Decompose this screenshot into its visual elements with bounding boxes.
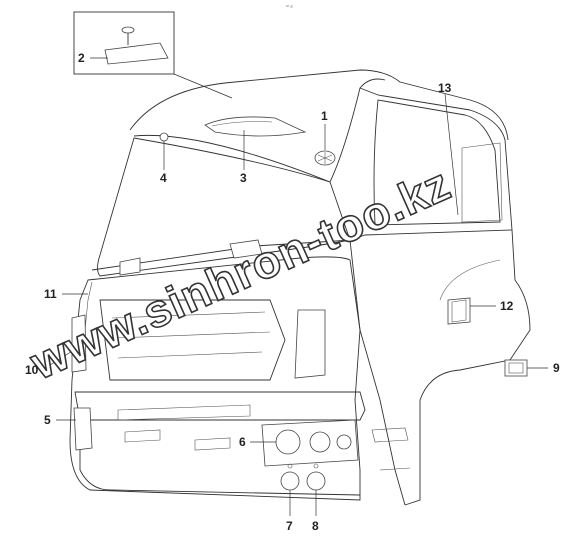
wiper-arm-right: [229, 239, 263, 259]
side-vent-window: [461, 142, 503, 223]
roof-line: [129, 69, 509, 141]
fog-lamp-right: [306, 471, 326, 491]
interior-mirror: [104, 42, 169, 65]
headlamp-aux: [309, 431, 331, 453]
step-curve: [439, 259, 501, 301]
bumper-lower: [79, 420, 361, 496]
callout-labels: 1 2 3 4 5 6 7 8 9 10 11 12 13: [25, 51, 560, 533]
cab-body: [69, 69, 531, 506]
callout-2: 2: [78, 51, 85, 65]
inset-mirror-detail: [73, 11, 233, 99]
bumper-vents: [124, 429, 231, 451]
corner-mark: ™ ©: [285, 4, 293, 9]
door-window: [373, 99, 501, 226]
wiper-arm-left: [119, 257, 141, 276]
roof-hatch-edge: [211, 121, 273, 127]
front-fascia: [69, 256, 361, 501]
lamp-grid: [317, 152, 333, 164]
side-indicator: [504, 359, 528, 377]
callout-6: 6: [239, 435, 246, 449]
inset-frame: [73, 11, 175, 75]
mirror-mount: [121, 26, 135, 34]
grille-bars: [111, 311, 271, 359]
inset-pointer-line: [173, 73, 233, 99]
callout-11: 11: [44, 287, 57, 301]
bumper-corner: [73, 407, 93, 451]
door-frame: [349, 87, 513, 241]
watermark-text: www.sinhron-too.kz: [22, 157, 458, 389]
door-lower-edge: [349, 239, 406, 506]
rain-sensor: [159, 132, 169, 142]
callout-10: 10: [25, 363, 39, 377]
callout-7: 7: [286, 519, 293, 533]
callout-4: 4: [160, 171, 167, 185]
callout-12: 12: [500, 299, 514, 313]
entry-steps: [371, 427, 411, 471]
callout-8: 8: [312, 519, 319, 533]
headlamp-main: [275, 429, 301, 455]
callout-9: 9: [553, 361, 560, 375]
callout-1: 1: [321, 109, 328, 123]
corner-lamp: [71, 314, 87, 373]
fog-lamp-left: [280, 471, 300, 491]
side-panel: [404, 229, 531, 506]
grille: [99, 299, 286, 381]
side-indicator-inner: [508, 362, 524, 374]
roof-inner-line: [133, 78, 386, 183]
callout-5: 5: [44, 413, 51, 427]
side-marker-lamp: [447, 297, 471, 325]
bumper-slot: [117, 404, 251, 421]
leader-10: [41, 349, 75, 371]
fog-lamp-screw-right: [313, 463, 319, 469]
roof-hatch: [204, 116, 307, 137]
leader-13: [444, 93, 459, 216]
headlamp-indicator: [336, 434, 352, 450]
leader-lines: [41, 57, 548, 516]
fog-lamp-screw-left: [287, 463, 293, 469]
side-marker-inner: [451, 299, 467, 323]
callout-13: 13: [438, 81, 452, 95]
callout-3: 3: [240, 171, 247, 185]
headlamp-housing: [294, 309, 326, 379]
windshield: [97, 137, 351, 277]
